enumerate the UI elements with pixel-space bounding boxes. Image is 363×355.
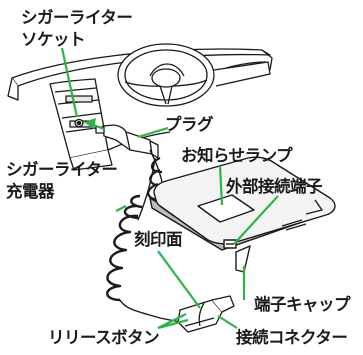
phone-drawing [149, 156, 336, 273]
callout-charger-line [115, 205, 127, 212]
callout-release-line-2 [157, 318, 189, 330]
callout-plug-line [137, 126, 169, 139]
label-plug: プラグ [165, 115, 214, 134]
callout-arrowheads [84, 118, 96, 129]
callout-external-line [233, 195, 279, 245]
label-connector: 接続コネクター [236, 328, 348, 347]
charger-drawing [95, 124, 235, 333]
callout-lamp-line [218, 165, 224, 206]
label-engraved-face: 刻印面 [134, 230, 183, 249]
callout-socket-line [60, 47, 79, 118]
label-release-button: リリースボタン [48, 328, 160, 347]
label-cigar-socket-line2: ソケット [21, 30, 86, 49]
dashboard-drawing [7, 43, 273, 171]
plug-insert-arrow [84, 118, 96, 129]
label-cigar-charger-line1: シガーライター [6, 160, 118, 179]
callout-connector-line [217, 315, 238, 329]
label-terminal-cap: 端子キャップ [254, 295, 351, 314]
label-cigar-socket-line1: シガーライター [21, 8, 133, 27]
label-cigar-charger-line2: 充電器 [6, 182, 55, 201]
label-external-connector: 外部接続端子 [226, 177, 323, 196]
label-indicator-lamp: お知らせランプ [181, 146, 293, 165]
callout-engraved-line [157, 250, 201, 309]
coiled-cable [106, 194, 143, 302]
